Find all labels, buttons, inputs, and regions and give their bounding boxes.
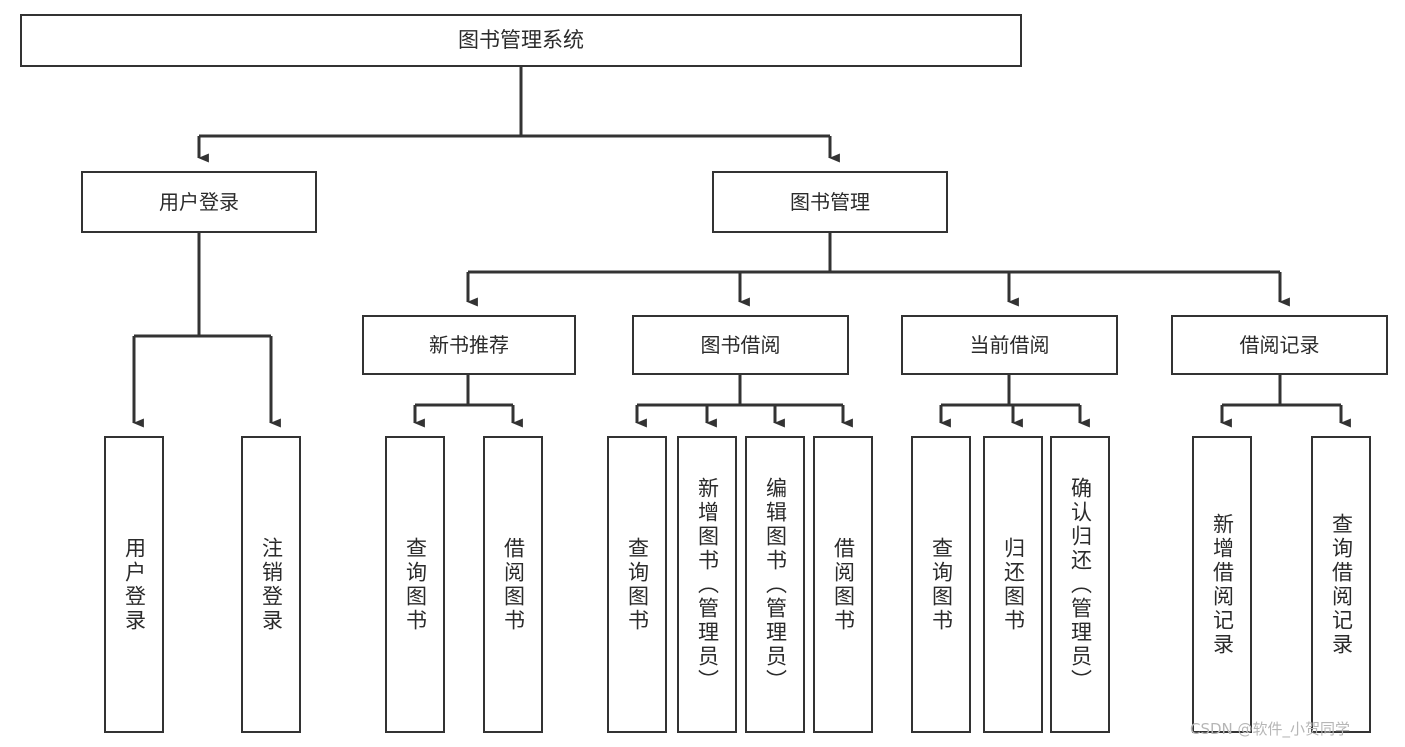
leaf-query-loan-record-label: 查询借阅记录 <box>1329 512 1354 657</box>
leaf-borrow-books-lending[interactable]: 借阅图书 <box>813 436 873 733</box>
leaf-query-books-newbook-label: 查询图书 <box>403 536 428 633</box>
node-loan-records-label: 借阅记录 <box>1239 332 1320 357</box>
node-book-lending-label: 图书借阅 <box>700 332 781 357</box>
leaf-user-login-label: 用户登录 <box>122 536 147 633</box>
leaf-borrow-books-lending-label: 借阅图书 <box>831 536 856 633</box>
node-book-management[interactable]: 图书管理 <box>712 171 948 233</box>
leaf-query-books-current[interactable]: 查询图书 <box>911 436 971 733</box>
node-new-book-recommend[interactable]: 新书推荐 <box>362 315 576 375</box>
leaf-add-loan-record[interactable]: 新增借阅记录 <box>1192 436 1252 733</box>
leaf-edit-book-admin[interactable]: 编辑图书（管理员） <box>745 436 805 733</box>
leaf-edit-book-admin-label: 编辑图书（管理员） <box>763 476 788 693</box>
node-root[interactable]: 图书管理系统 <box>20 14 1022 67</box>
leaf-logout-label: 注销登录 <box>259 536 284 633</box>
leaf-query-books-newbook[interactable]: 查询图书 <box>385 436 445 733</box>
leaf-add-loan-record-label: 新增借阅记录 <box>1210 512 1235 657</box>
leaf-borrow-books-newbook[interactable]: 借阅图书 <box>483 436 543 733</box>
node-root-label: 图书管理系统 <box>458 28 584 53</box>
node-book-lending[interactable]: 图书借阅 <box>632 315 849 375</box>
leaf-query-books-lending-label: 查询图书 <box>625 536 650 633</box>
leaf-logout[interactable]: 注销登录 <box>241 436 301 733</box>
node-user-login[interactable]: 用户登录 <box>81 171 317 233</box>
leaf-query-books-current-label: 查询图书 <box>929 536 954 633</box>
node-current-loans-label: 当前借阅 <box>969 332 1050 357</box>
node-new-book-recommend-label: 新书推荐 <box>429 332 509 357</box>
leaf-confirm-return-admin[interactable]: 确认归还（管理员） <box>1050 436 1110 733</box>
node-user-login-label: 用户登录 <box>159 189 239 214</box>
leaf-confirm-return-admin-label: 确认归还（管理员） <box>1068 476 1093 693</box>
node-loan-records[interactable]: 借阅记录 <box>1171 315 1388 375</box>
leaf-add-book-admin[interactable]: 新增图书（管理员） <box>677 436 737 733</box>
watermark: CSDN @软件_小贺同学 <box>1190 720 1351 738</box>
leaf-borrow-books-newbook-label: 借阅图书 <box>501 536 526 633</box>
leaf-add-book-admin-label: 新增图书（管理员） <box>695 476 720 693</box>
leaf-return-books[interactable]: 归还图书 <box>983 436 1043 733</box>
leaf-query-books-lending[interactable]: 查询图书 <box>607 436 667 733</box>
node-current-loans[interactable]: 当前借阅 <box>901 315 1118 375</box>
node-book-management-label: 图书管理 <box>790 189 870 214</box>
leaf-user-login[interactable]: 用户登录 <box>104 436 164 733</box>
leaf-query-loan-record[interactable]: 查询借阅记录 <box>1311 436 1371 733</box>
leaf-return-books-label: 归还图书 <box>1001 536 1026 633</box>
